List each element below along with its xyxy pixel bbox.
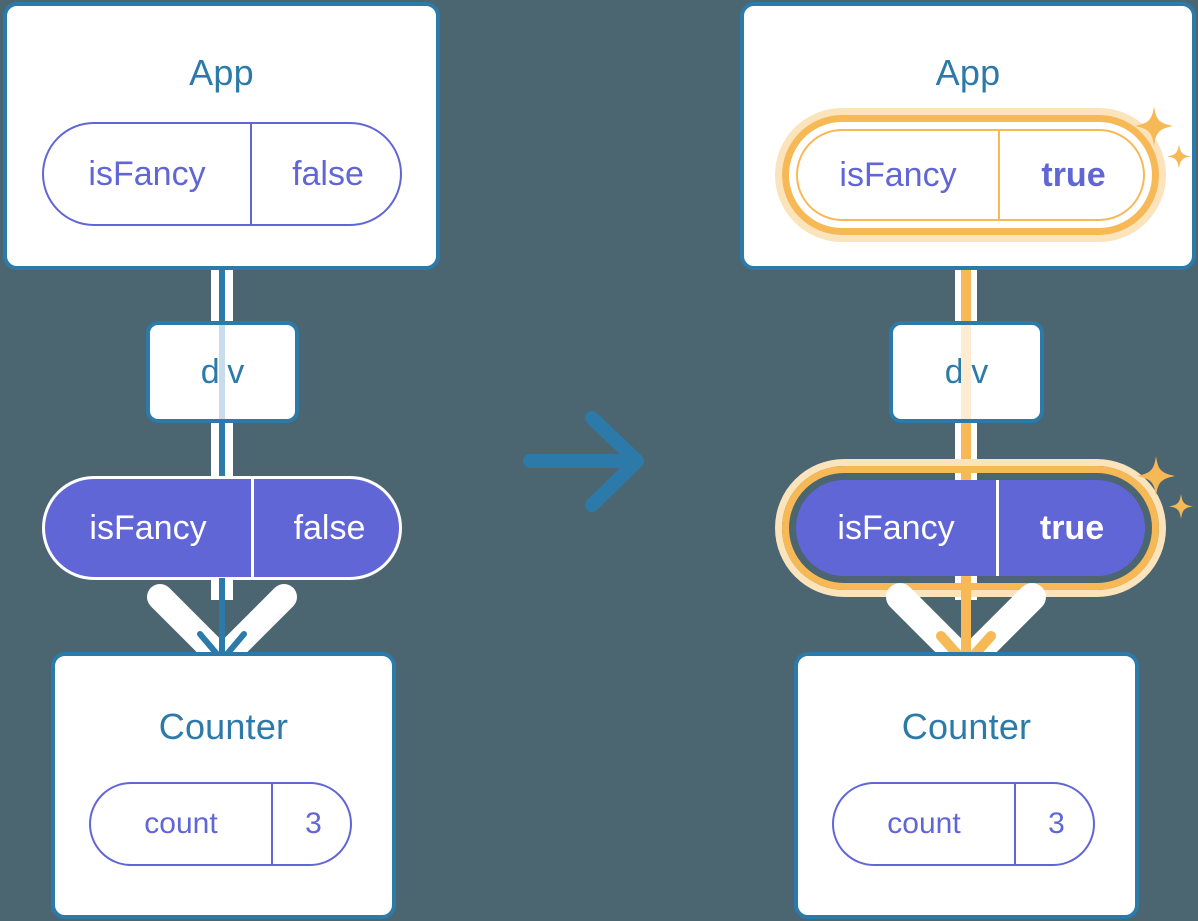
app-title-left: App <box>189 52 254 93</box>
prop-key-right: isFancy <box>837 508 955 547</box>
counter-title-left: Counter <box>158 706 289 747</box>
counter-state-pill-right: count 3 <box>832 782 1095 866</box>
counter-state-key-left: count <box>144 807 218 840</box>
counter-state-key-right: count <box>887 807 961 840</box>
app-state-value-right: true <box>998 131 1143 219</box>
app-state-pill-left: isFancy false <box>42 122 402 226</box>
sparkle-large-icon-app-right <box>1135 106 1191 169</box>
app-state-highlight-ring-right <box>782 115 1159 235</box>
right-arrow-head <box>585 411 644 512</box>
app-state-pill-right: isFancy true <box>796 129 1145 221</box>
counter-state-value-right: 3 <box>1014 784 1093 864</box>
prop-value-right: true <box>996 480 1145 576</box>
prop-pill-right: isFancy true <box>796 480 1145 576</box>
app-title-right: App <box>935 52 1001 93</box>
app-state-value-left: false <box>250 124 400 224</box>
app-state-key-right: isFancy <box>839 155 957 194</box>
counter-state-value-left: 3 <box>271 784 350 864</box>
prop-value-left: false <box>251 479 399 577</box>
sparkle-large-icon-prop-right <box>1137 456 1193 519</box>
prop-pill-left: isFancy false <box>42 476 402 580</box>
app-state-key-left: isFancy <box>88 154 206 193</box>
prop-key-left: isFancy <box>89 508 207 547</box>
counter-title-right: Counter <box>901 706 1032 747</box>
counter-state-pill-left: count 3 <box>89 782 352 866</box>
